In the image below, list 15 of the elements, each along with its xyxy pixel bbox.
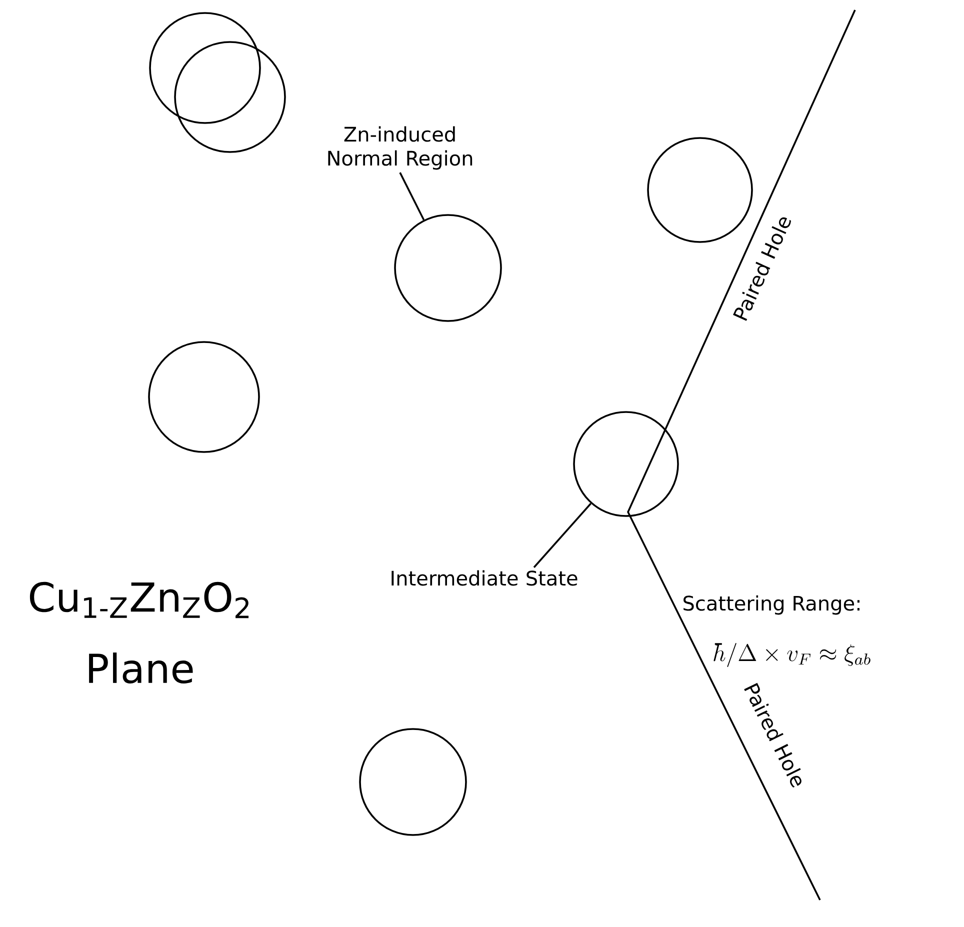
- leader-line: [533, 502, 592, 568]
- circle: [148, 341, 260, 453]
- plane-label: Plane: [89, 652, 193, 684]
- circle: [359, 728, 467, 836]
- circle: [394, 214, 502, 322]
- formula: $\hbar/\Delta\times v_F\approx\xi_{ab}$: [714, 643, 870, 667]
- circle: [174, 41, 286, 153]
- circle: [647, 137, 753, 243]
- compound-label: Cu$_{1-Z}$Zn$_{Z}$O$_{2}$: [30, 582, 249, 618]
- range-label: Scattering Range:: [684, 595, 860, 615]
- annotation-text: Intermediate State: [392, 570, 578, 586]
- annotation-text: Zn-induced Normal Region: [328, 126, 472, 170]
- circle: [149, 12, 261, 124]
- leader-line: [399, 172, 425, 220]
- circle: [573, 411, 679, 517]
